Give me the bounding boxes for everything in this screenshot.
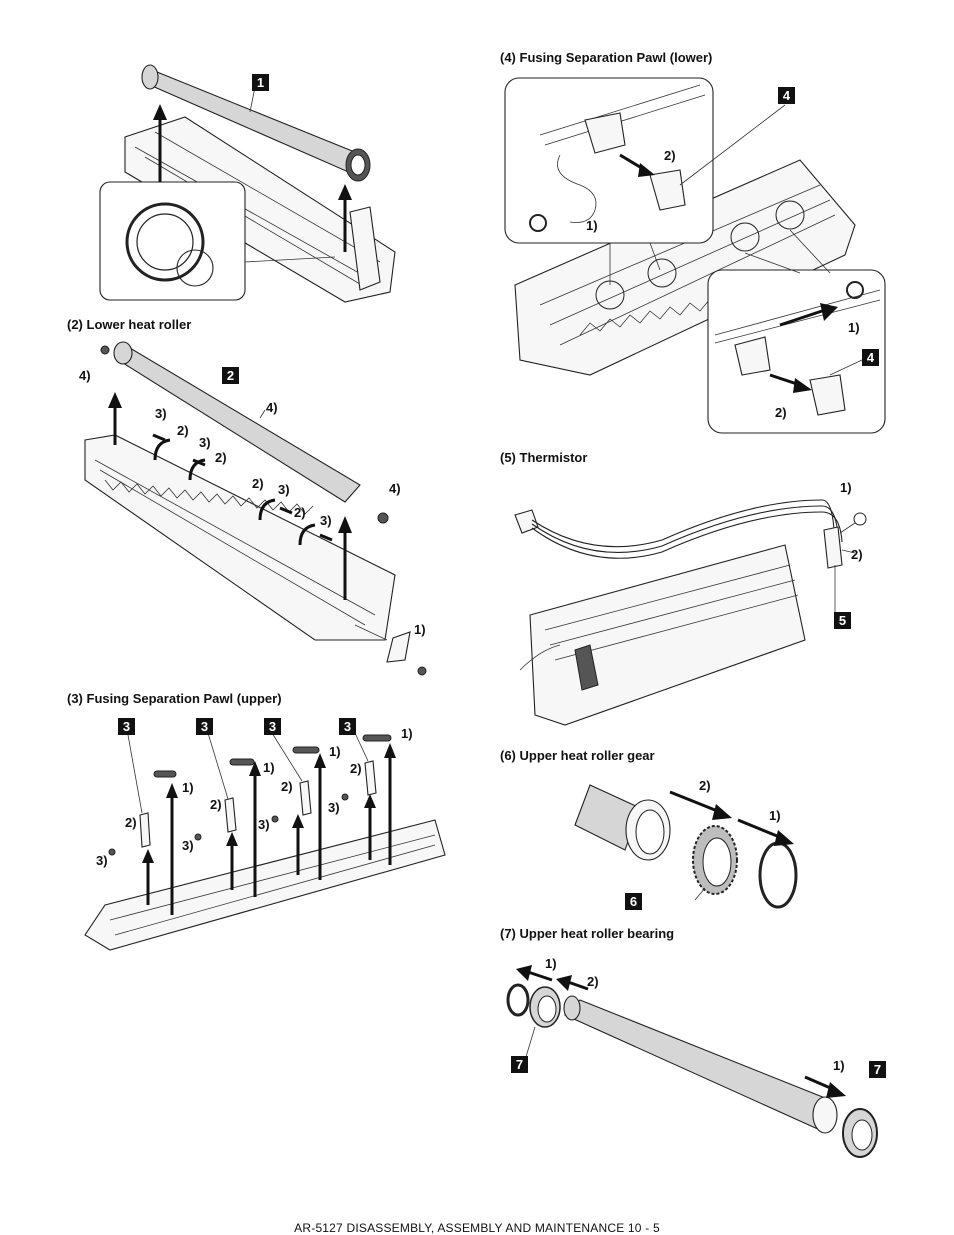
step-callout: 1)	[401, 726, 413, 741]
step-callout: 1)	[182, 780, 194, 795]
step-callout: 3)	[328, 800, 340, 815]
step-callout: 3)	[199, 435, 211, 450]
figure-upper-heat-roller-gear	[570, 770, 820, 920]
upper-heat-roller-illustration	[99, 64, 396, 303]
step-callout: 3)	[182, 838, 194, 853]
step-callout: 1)	[840, 480, 852, 495]
step-callout: 1)	[769, 808, 781, 823]
figure-fusing-separation-pawl-lower	[500, 75, 890, 440]
step-callout: 1)	[329, 744, 341, 759]
step-callout: 4)	[389, 481, 401, 496]
part-number-badge: 3	[118, 718, 135, 735]
step-callout: 2)	[851, 547, 863, 562]
part-number-badge: 7	[869, 1061, 886, 1078]
step-callout: 2)	[664, 148, 676, 163]
fusing-separation-pawl-lower-illustration	[504, 77, 886, 434]
section-heading-upper-heat-roller-bearing: (7) Upper heat roller bearing	[500, 926, 675, 941]
step-callout: 1)	[833, 1058, 845, 1073]
lower-heat-roller-illustration	[84, 341, 427, 676]
figure-lower-heat-roller	[75, 340, 445, 680]
step-callout: 3)	[320, 513, 332, 528]
step-callout: 2)	[775, 405, 787, 420]
part-number-badge: 3	[339, 718, 356, 735]
step-callout: 4)	[266, 400, 278, 415]
part-number-badge: 4	[862, 349, 879, 366]
section-heading-thermistor: (5) Thermistor	[500, 450, 588, 465]
step-callout: 2)	[210, 797, 222, 812]
step-callout: 2)	[281, 779, 293, 794]
step-callout: 1)	[848, 320, 860, 335]
step-callout: 4)	[79, 368, 91, 383]
page-footer: AR-5127 DISASSEMBLY, ASSEMBLY AND MAINTE…	[294, 1221, 660, 1235]
step-callout: 2)	[699, 778, 711, 793]
step-callout: 3)	[96, 853, 108, 868]
step-callout: 1)	[263, 760, 275, 775]
step-callout: 2)	[587, 974, 599, 989]
section-heading-fusing-separation-pawl-upper: (3) Fusing Separation Pawl (upper)	[67, 691, 282, 706]
step-callout: 1)	[545, 956, 557, 971]
part-number-badge: 4	[778, 87, 795, 104]
upper-heat-roller-gear-illustration	[574, 784, 798, 909]
step-callout: 3)	[278, 482, 290, 497]
part-number-badge: 1	[252, 74, 269, 91]
step-callout: 2)	[294, 505, 306, 520]
figure-fusing-separation-pawl-upper	[80, 715, 450, 960]
figure-upper-heat-roller-bearing	[500, 955, 895, 1165]
section-heading-upper-heat-roller-gear: (6) Upper heat roller gear	[500, 748, 655, 763]
step-callout: 2)	[177, 423, 189, 438]
part-number-badge: 3	[196, 718, 213, 735]
part-number-badge: 5	[834, 612, 851, 629]
step-callout: 1)	[414, 622, 426, 637]
part-number-badge: 2	[222, 367, 239, 384]
figure-thermistor	[510, 475, 880, 730]
fusing-separation-pawl-upper-illustration	[84, 732, 446, 951]
part-number-badge: 6	[625, 893, 642, 910]
step-callout: 2)	[215, 450, 227, 465]
step-callout: 3)	[258, 817, 270, 832]
step-callout: 2)	[125, 815, 137, 830]
thermistor-illustration	[514, 499, 867, 726]
step-callout: 2)	[350, 761, 362, 776]
part-number-badge: 7	[511, 1056, 528, 1073]
section-heading-fusing-separation-pawl-lower: (4) Fusing Separation Pawl (lower)	[500, 50, 713, 65]
step-callout: 1)	[586, 218, 598, 233]
figure-upper-heat-roller-removal	[95, 62, 435, 307]
step-callout: 3)	[155, 406, 167, 421]
section-heading-lower-heat-roller: (2) Lower heat roller	[67, 317, 192, 332]
upper-heat-roller-bearing-illustration	[506, 965, 878, 1158]
step-callout: 2)	[252, 476, 264, 491]
part-number-badge: 3	[264, 718, 281, 735]
